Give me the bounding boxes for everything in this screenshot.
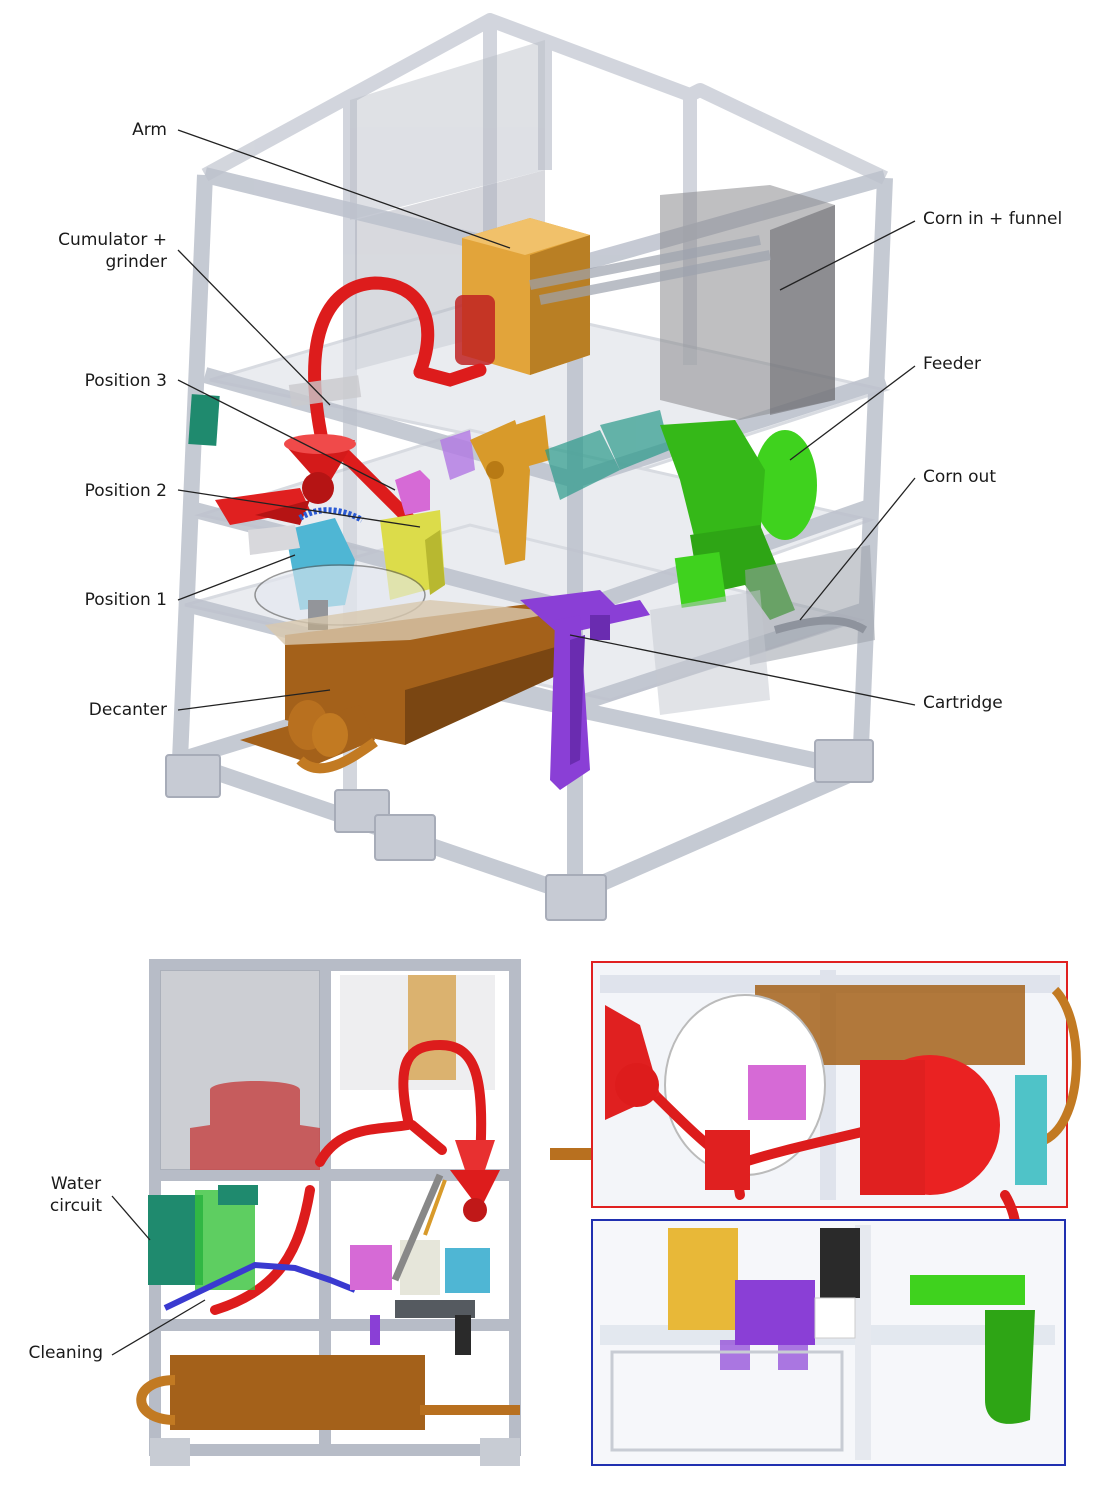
label-corn-in-funnel: Corn in + funnel — [923, 209, 1063, 229]
red-tube — [308, 276, 487, 527]
iso-leader-lines — [177, 129, 916, 711]
label-arm: Arm — [132, 120, 167, 140]
label-water-line1: Water — [50, 1174, 102, 1194]
label-water-line2: circuit — [49, 1196, 103, 1216]
left-board — [188, 394, 220, 446]
isometric-view — [165, 13, 916, 921]
top-empty-tray — [610, 1350, 844, 1452]
side-feet — [150, 1438, 190, 1466]
label-feeder: Feeder — [923, 354, 982, 374]
side-cumulator — [190, 1081, 320, 1170]
label-position-1: Position 1 — [84, 590, 167, 610]
top-cartridge — [720, 1280, 815, 1370]
label-cleaning: Cleaning — [28, 1343, 103, 1363]
side-view — [111, 959, 521, 1466]
side-arm — [408, 975, 456, 1080]
decanter-part — [240, 600, 580, 774]
label-water-circuit: Water circuit — [40, 1173, 112, 1217]
top-dark-part — [820, 1228, 860, 1298]
side-red-funnel — [450, 1140, 500, 1222]
label-cumulator-line2: grinder — [105, 252, 167, 272]
top-feeder — [910, 1275, 1035, 1424]
label-cumulator-grinder: Cumulator + grinder — [58, 229, 167, 273]
side-leader-lines — [111, 1195, 206, 1356]
side-decanter — [136, 1355, 520, 1430]
cumulator-grinder-part — [215, 375, 362, 525]
top-cyan-part — [1015, 1075, 1047, 1185]
arm-part — [455, 218, 590, 375]
side-cleaning-line — [163, 1261, 357, 1311]
arm-rails — [529, 235, 771, 305]
top-cumulator — [605, 1005, 750, 1190]
label-position-3: Position 3 — [84, 371, 167, 391]
label-position-2: Position 2 — [84, 481, 167, 501]
label-decanter: Decanter — [88, 700, 167, 720]
cartridge-part — [520, 590, 650, 790]
frame-feet — [165, 739, 874, 921]
label-corn-out: Corn out — [923, 467, 996, 487]
corn-out-part — [650, 545, 875, 715]
position-3-part — [395, 430, 475, 515]
side-positions — [350, 1173, 490, 1355]
top-position-yellow — [668, 1228, 738, 1330]
center-teal-parts — [545, 410, 670, 500]
top-view — [550, 961, 1081, 1466]
top-pipe — [550, 1148, 595, 1160]
label-cartridge: Cartridge — [923, 693, 1003, 713]
side-water-circuit — [148, 1185, 258, 1290]
corn-in-funnel-part — [660, 185, 835, 420]
top-decanter-pipe — [1042, 986, 1081, 1145]
arm-linkage — [470, 415, 550, 565]
label-cumulator-line1: Cumulator + — [58, 230, 167, 250]
top-position-pink — [748, 1065, 806, 1120]
